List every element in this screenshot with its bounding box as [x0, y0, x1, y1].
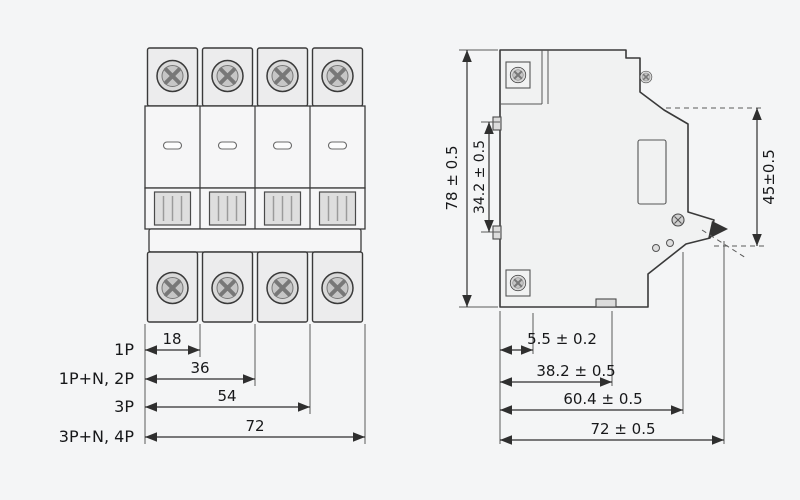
dim-width-2p: 36	[190, 359, 209, 377]
terminal-screw-icon	[320, 270, 355, 306]
dim-rail-slot-height: 34.2 ± 0.5	[472, 140, 488, 214]
terminal-screw-icon	[155, 58, 190, 94]
front-view-dimensions: 18 36 54 72 1P 1P+N, 2P 3P 3P+N, 4P	[59, 324, 366, 446]
pole-label-3p: 3P	[114, 397, 134, 416]
pivot-screw-slot	[674, 216, 682, 224]
indicator-window	[217, 141, 238, 150]
front-view	[144, 47, 366, 323]
toggle-ridges	[162, 196, 348, 221]
side-profile	[499, 49, 715, 308]
terminal-screw-icon	[265, 270, 300, 306]
handle-tie-bar	[148, 228, 362, 253]
terminal-screw-icon	[210, 270, 245, 306]
rivet-icon	[666, 239, 674, 247]
dim-width-4p: 72	[245, 417, 264, 435]
bottom-terminal-cavity	[505, 269, 531, 297]
pole-label-2p: 1P+N, 2P	[59, 369, 135, 388]
rivet-icon	[652, 244, 660, 252]
dim-clip-offset: 5.5 ± 0.2	[527, 330, 597, 348]
toggle-lever-tip	[708, 221, 728, 239]
din-clip-latch	[595, 298, 617, 308]
label-window	[637, 139, 667, 205]
indicator-window	[327, 141, 348, 150]
indicator-window	[162, 141, 183, 150]
side-view-dimensions: 78 ± 0.5 34.2 ± 0.5 45±0.5 5.5 ± 0.2 38.…	[443, 49, 778, 445]
pole-label-4p: 3P+N, 4P	[59, 427, 135, 446]
terminal-screw-icon	[210, 58, 245, 94]
dim-depth-to-face: 60.4 ± 0.5	[563, 390, 642, 408]
dim-width-1p: 18	[162, 330, 181, 348]
dim-overall-height: 78 ± 0.5	[443, 145, 461, 210]
terminal-chamber-lines	[500, 50, 549, 105]
top-terminal-cavity	[505, 61, 531, 89]
terminal-screw-icon	[509, 274, 527, 292]
dim-width-3p: 54	[217, 387, 236, 405]
terminal-screw-icon	[320, 58, 355, 94]
terminal-screw-icon	[155, 270, 190, 306]
pole-label-1p: 1P	[114, 340, 134, 359]
dim-depth-to-rail: 38.2 ± 0.5	[536, 362, 615, 380]
dim-overall-depth: 72 ± 0.5	[590, 420, 655, 438]
cover-screw-icon	[639, 70, 653, 84]
pole-dividers	[199, 106, 311, 229]
dim-front-height: 45±0.5	[760, 149, 778, 205]
extension-lines	[144, 324, 366, 444]
extension-lines-front	[666, 107, 764, 247]
terminal-screw-icon	[509, 66, 527, 84]
terminal-screw-icon	[265, 58, 300, 94]
side-view	[492, 49, 747, 308]
din-rail-hook-top	[492, 116, 502, 131]
indicator-window	[272, 141, 293, 150]
